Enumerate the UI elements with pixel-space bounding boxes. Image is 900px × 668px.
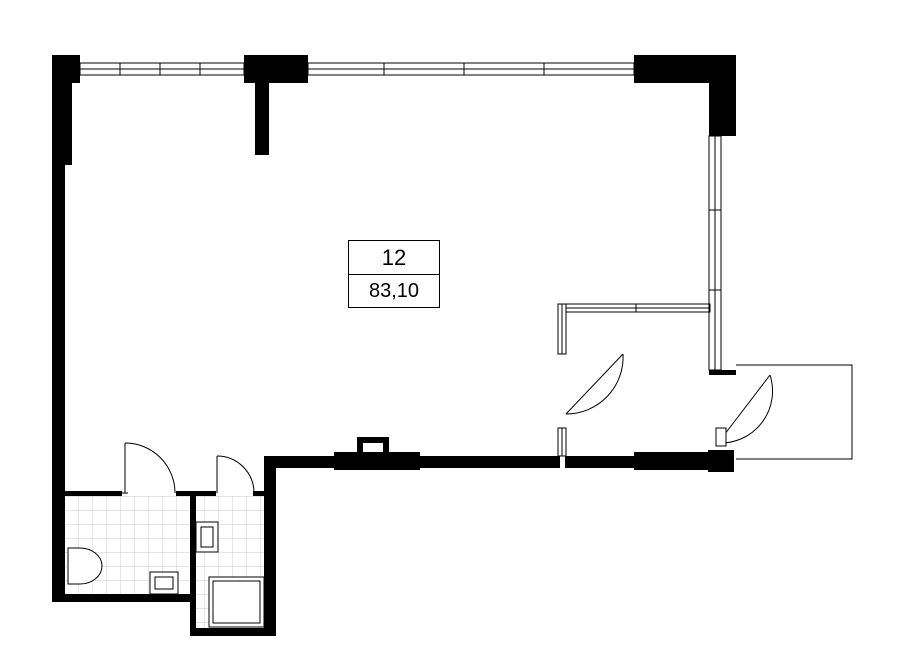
door-wc	[122, 442, 176, 494]
wall-column-top	[244, 55, 308, 83]
apartment-number: 12	[381, 245, 407, 270]
wall-bottom-thick-b	[634, 452, 710, 470]
sink-wc	[149, 571, 179, 595]
toilet	[67, 547, 103, 585]
wall-right-lower	[709, 370, 736, 375]
door-balcony	[715, 374, 774, 447]
wall-bathroom-top	[52, 491, 122, 496]
apartment-area: 83,10	[368, 280, 420, 302]
wall-bathroom-edge	[264, 456, 276, 636]
wall-bath-bottom	[190, 628, 276, 636]
fixtures	[67, 521, 265, 628]
wall-bottom-thick-a	[334, 452, 420, 470]
wall-stub-top	[255, 83, 269, 155]
balcony-outline	[736, 364, 853, 460]
right-window	[708, 135, 722, 371]
apartment-label: 12 83,10	[348, 240, 440, 308]
wall-corner-top-left	[52, 55, 80, 83]
doors	[122, 353, 853, 494]
vent-shaft	[357, 437, 389, 459]
top-window-right	[307, 62, 635, 76]
wall-corner-bottom-right	[708, 450, 734, 472]
label-divider	[349, 274, 439, 275]
door-inner	[557, 353, 624, 457]
wall-left	[52, 165, 65, 601]
walls	[52, 55, 736, 636]
shower-tray	[208, 576, 265, 628]
door-bathroom	[216, 455, 255, 494]
top-window-left	[79, 62, 245, 76]
wall-corner-top-right	[634, 55, 736, 83]
wall-left-upper	[52, 83, 72, 165]
wall-partition-wc	[190, 491, 196, 636]
wall-wc-bottom	[52, 594, 196, 602]
wall-bathroom-top-right	[253, 491, 276, 496]
wall-right-upper	[709, 83, 736, 136]
glass-partition	[557, 303, 711, 355]
